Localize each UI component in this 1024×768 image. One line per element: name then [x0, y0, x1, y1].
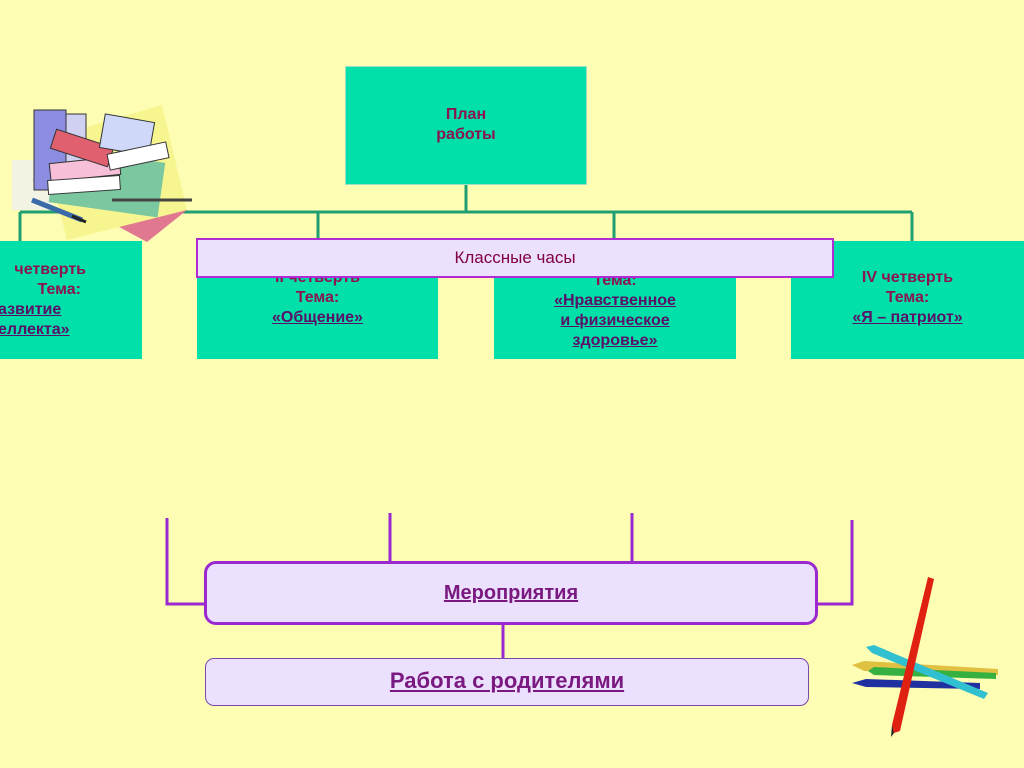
parents-work-box[interactable]: Работа с родителями	[205, 658, 809, 706]
quarter-4-topic[interactable]: «Я – патриот»	[852, 309, 963, 326]
quarter-4-line: IV четверть	[861, 269, 954, 286]
pencils-clipart-icon	[852, 577, 998, 737]
quarter-node-1: четверть Тема: азвитие еллекта»	[0, 241, 142, 359]
books-clipart-icon	[12, 105, 192, 242]
quarter-1-topic[interactable]: еллекта»	[0, 321, 70, 338]
quarter-4-line: Тема:	[885, 289, 930, 306]
root-node: План работы	[345, 66, 587, 185]
class-hours-banner[interactable]: Классные часы	[196, 238, 834, 278]
quarter-3-topic[interactable]: «Нравственное	[554, 292, 676, 309]
quarter-1-line: четверть	[14, 261, 86, 278]
quarter-3-topic[interactable]: здоровье»	[572, 332, 658, 349]
events-box[interactable]: Мероприятия	[204, 561, 818, 625]
quarter-1-topic[interactable]: азвитие	[0, 301, 62, 318]
quarter-2-line: Тема:	[295, 289, 340, 306]
quarter-1-line: Тема:	[37, 281, 81, 298]
root-node-label: План работы	[436, 106, 496, 143]
quarter-2-topic[interactable]: «Общение»	[272, 309, 363, 326]
quarter-3-topic[interactable]: и физическое	[560, 312, 670, 329]
